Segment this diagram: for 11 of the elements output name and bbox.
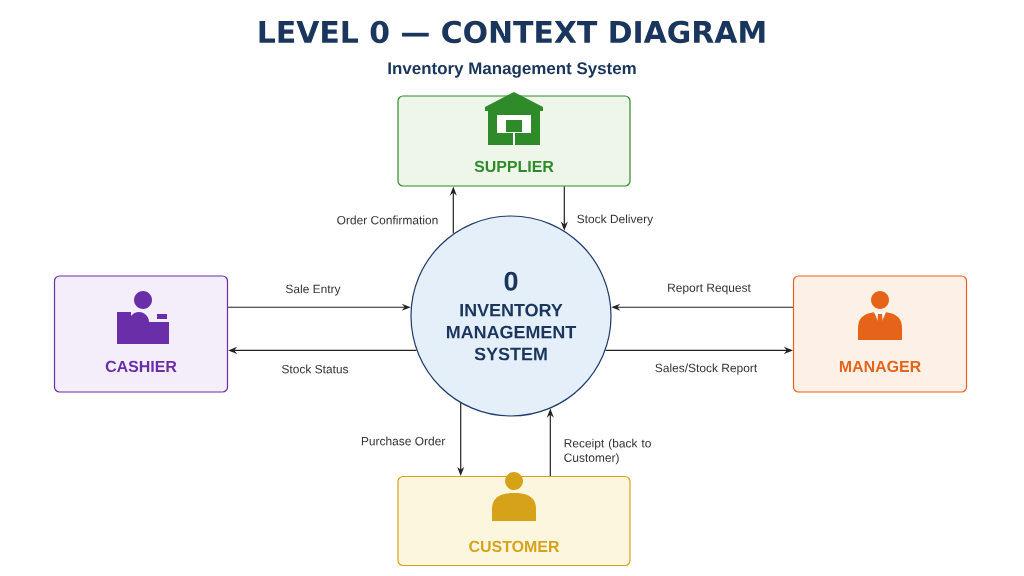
entity-box: CUSTOMER (397, 475, 631, 567)
edge-label: Stock Status (282, 364, 349, 374)
edge-label: Receipt (back to Customer) (564, 438, 651, 465)
edge-label: Report Request (668, 283, 751, 295)
entity-box: CASHIER (53, 275, 229, 393)
entity-box: MANAGER (792, 275, 968, 393)
edge-label: Purchase Order (361, 436, 446, 446)
title: LEVEL 0 — CONTEXT DIAGRAM (259, 20, 765, 44)
edge-label: Sale Entry (285, 284, 341, 296)
edge-label: Sales/Stock Report (655, 363, 758, 375)
subtitle: Inventory Management System (388, 62, 636, 78)
